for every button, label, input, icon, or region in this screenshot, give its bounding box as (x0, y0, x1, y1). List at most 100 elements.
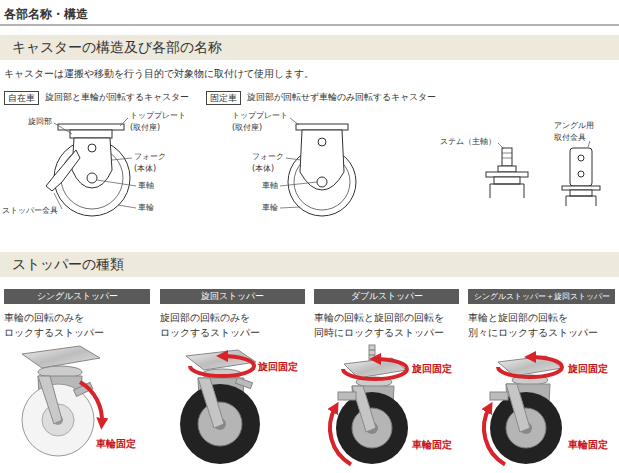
lock-label: 車輪固定 (568, 437, 608, 452)
stopper-header: 旋回ストッパー (160, 289, 305, 304)
type-tag: 自在車 (4, 91, 39, 105)
nut (498, 166, 516, 172)
leader-lines (54, 118, 136, 209)
page-title: 各部名称・構造 (4, 6, 88, 23)
node-text: ストッパーの種類 (12, 252, 124, 277)
caster-photo (330, 345, 408, 464)
thread-line (502, 158, 512, 159)
part-label: 車軸 (262, 180, 278, 192)
swivel-part (70, 130, 112, 138)
leader-line (118, 205, 136, 208)
part-label: アングル用 取付金具 (554, 120, 604, 144)
lock-label: 旋回固定 (258, 359, 298, 374)
base-plate (562, 186, 600, 190)
lock-label: 旋回固定 (568, 361, 608, 376)
fork-leg (506, 384, 530, 432)
rotation-arrow (484, 407, 505, 464)
part-label: 車軸 (138, 180, 154, 192)
stem (502, 148, 512, 166)
angle-bracket-drawing (562, 148, 600, 206)
section-band: ストッパーの種類 (0, 252, 619, 277)
node-text: キャスターの構造及び各部の名称 (12, 35, 222, 60)
section-band: キャスターの構造及び各部の名称 (0, 35, 619, 60)
top-plate (344, 358, 406, 378)
part-label: 車輪 (138, 202, 154, 214)
stopper-lever (235, 377, 252, 388)
part-label: 旋回部 (28, 116, 52, 128)
logo-mark (318, 138, 326, 146)
part-label: ステム（主軸） (440, 136, 496, 148)
stopper-pedal (338, 392, 356, 400)
stopper-description: 車輪の回転のみを ロックするストッパー (4, 310, 156, 340)
node-text: シングルストッパー (37, 289, 118, 304)
rotation-arrow (330, 407, 351, 464)
caster-photo (180, 350, 260, 464)
part-label: トッププレート (取付座) (232, 110, 312, 134)
node-text: シングルストッパー＋旋回ストッパー (474, 289, 610, 304)
title-rule (0, 25, 619, 26)
intro-text: キャスターは運搬や移動を行う目的で対象物に取付けて使用します。 (4, 66, 314, 81)
node-text: 旋回ストッパー (201, 289, 264, 304)
stopper-bracket (46, 150, 80, 191)
leader-line (588, 141, 590, 147)
node-text: 自在車 (8, 92, 35, 104)
fork (72, 138, 112, 188)
leader-line (280, 207, 300, 208)
fork-top (490, 184, 524, 198)
node-text: 固定車 (210, 92, 237, 104)
part-label: 車輪 (262, 202, 278, 214)
stopper-description: 車輪と旋回部の回転を 別々にロックするストッパー (468, 310, 616, 340)
lock-label: 車輪固定 (412, 437, 452, 452)
rotation-arrow (80, 382, 102, 424)
caster-photo (484, 356, 562, 464)
bolt-hole (578, 155, 584, 161)
type-description: 旋回部と車輪が回転するキャスター (45, 91, 189, 105)
thread-line (369, 350, 375, 351)
part-label: フォーク (本体) (252, 151, 297, 175)
fork-leg (198, 378, 224, 428)
part-label: トッププレート (取付座) (130, 110, 210, 134)
stopper-header: シングルストッパー (4, 289, 150, 304)
part-label: ストッパー金具 (2, 205, 58, 217)
lock-label: 車輪固定 (96, 436, 136, 451)
type-tag: 固定車 (206, 91, 241, 105)
type-description: 旋回部が回転せず車輪のみ回転するキャスター (247, 91, 436, 105)
top-plate (22, 346, 100, 368)
top-plate (58, 124, 124, 130)
swivel-caster-drawing (46, 124, 130, 216)
logo-mark (88, 144, 96, 152)
stopper-description: 旋回部の回転のみを ロックするストッパー (160, 310, 312, 340)
plate (486, 172, 528, 177)
top-plate (296, 124, 348, 130)
swivel-part (494, 177, 520, 184)
top-plate (498, 356, 562, 376)
leader-lines (280, 118, 317, 208)
stopper-description: 車輪の回転と旋回部の回転を 同時にロックするストッパー (314, 310, 466, 340)
thread-line (502, 153, 512, 154)
bolt-hole (578, 171, 584, 177)
rotation-arrow (343, 359, 407, 379)
rotation-arrow (498, 357, 562, 377)
leader-line (290, 118, 299, 125)
fork-leg (38, 376, 62, 424)
leader-line (286, 158, 301, 160)
fork (300, 130, 344, 190)
fork-top (566, 196, 596, 206)
axle (87, 173, 97, 183)
fixed-caster-drawing (288, 124, 356, 216)
stopper-header: シングルストッパー＋旋回ストッパー (468, 289, 615, 304)
caster-photo (22, 346, 102, 456)
leader-line (112, 158, 132, 160)
stopper-header: ダブルストッパー (314, 289, 459, 304)
stopper-pedal (490, 392, 508, 400)
leader-line (54, 123, 72, 134)
leader-line (498, 143, 504, 149)
bracket-plate (570, 148, 592, 186)
swivel-part (570, 190, 592, 196)
axle (317, 177, 327, 187)
node-text: ダブルストッパー (351, 289, 423, 304)
leader-line (280, 182, 317, 186)
thread-line (369, 355, 375, 356)
leader-line (120, 118, 128, 126)
part-label: フォーク (本体) (134, 151, 179, 175)
